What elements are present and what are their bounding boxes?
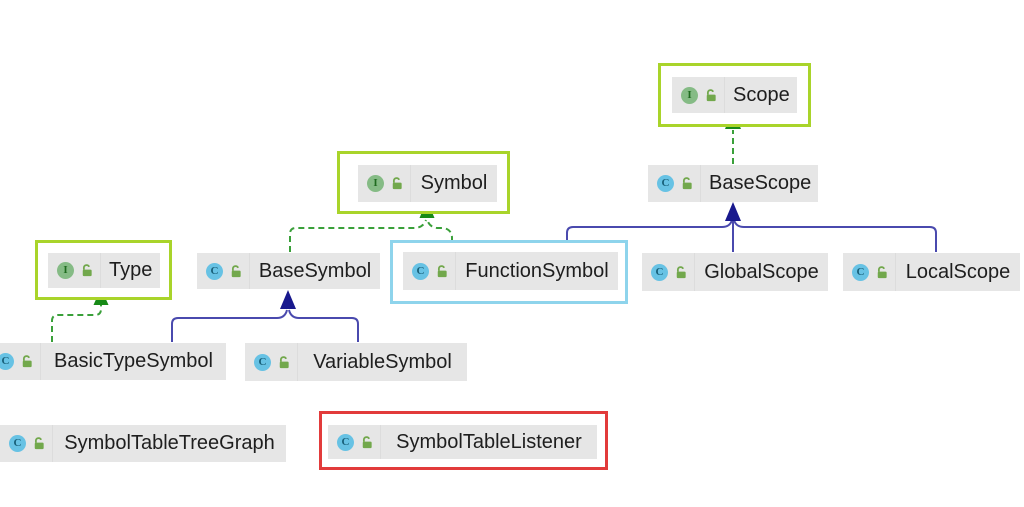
lock-open-icon bbox=[392, 177, 402, 190]
node-label: BaseScope bbox=[709, 172, 812, 194]
class-node-localscope[interactable]: C LocalScope bbox=[843, 253, 1020, 291]
node-icon-group: C bbox=[197, 253, 250, 289]
lock-open-icon bbox=[279, 355, 289, 368]
interface-node-scope[interactable]: I Scope bbox=[672, 77, 797, 113]
node-label: BasicTypeSymbol bbox=[54, 350, 213, 372]
node-icon-group: I bbox=[672, 77, 725, 113]
node-icon-group: C bbox=[0, 425, 53, 462]
node-label: BaseSymbol bbox=[258, 259, 372, 282]
class-icon: C bbox=[651, 263, 668, 281]
edge-variablesymbol-extends-basesymbol bbox=[288, 309, 359, 342]
interface-icon: I bbox=[57, 262, 74, 279]
node-label: LocalScope bbox=[905, 260, 1011, 283]
class-node-functionsymbol[interactable]: C FunctionSymbol bbox=[403, 252, 618, 290]
class-node-globalscope[interactable]: C GlobalScope bbox=[642, 253, 828, 291]
extends-arrowhead-basescope bbox=[725, 202, 741, 221]
class-node-basictypesymbol[interactable]: C BasicTypeSymbol bbox=[0, 343, 226, 380]
edge-basictypesymbol-extends-basesymbol bbox=[171, 309, 288, 342]
interface-node-symbol[interactable]: I Symbol bbox=[358, 165, 497, 202]
edge-functionsymbol-extends-basescope bbox=[566, 219, 733, 241]
interface-icon: I bbox=[367, 175, 384, 192]
class-icon: C bbox=[254, 353, 271, 371]
interface-node-type[interactable]: I Type bbox=[48, 253, 160, 288]
edge-localscope-extends-basescope bbox=[733, 219, 937, 252]
class-icon: C bbox=[852, 263, 869, 281]
node-icon-group: C bbox=[642, 253, 695, 291]
class-node-symboltabletreegraph[interactable]: C SymbolTableTreeGraph bbox=[0, 425, 286, 462]
lock-open-icon bbox=[682, 177, 692, 190]
node-label: Symbol bbox=[420, 172, 488, 194]
lock-open-icon bbox=[706, 88, 716, 101]
extends-arrowhead-basesymbol bbox=[280, 290, 296, 309]
class-node-basesymbol[interactable]: C BaseSymbol bbox=[197, 253, 380, 289]
lock-open-icon bbox=[437, 264, 447, 277]
node-label: GlobalScope bbox=[704, 260, 819, 283]
node-label: VariableSymbol bbox=[313, 350, 452, 373]
node-icon-group: I bbox=[48, 253, 101, 288]
class-icon: C bbox=[657, 175, 674, 192]
node-label: FunctionSymbol bbox=[465, 259, 609, 282]
node-icon-group: C bbox=[403, 252, 456, 290]
class-node-basescope[interactable]: C BaseScope bbox=[648, 165, 818, 202]
class-icon: C bbox=[0, 353, 14, 370]
node-label: Type bbox=[109, 259, 153, 281]
lock-open-icon bbox=[676, 265, 686, 278]
lock-open-icon bbox=[34, 437, 44, 450]
node-icon-group: C bbox=[0, 343, 41, 380]
class-icon: C bbox=[412, 262, 429, 280]
lock-open-icon bbox=[877, 265, 887, 278]
class-icon: C bbox=[337, 433, 354, 451]
node-label: SymbolTableTreeGraph bbox=[64, 432, 275, 454]
node-icon-group: C bbox=[648, 165, 701, 202]
edge-basictypesymbol-implements-type bbox=[51, 305, 102, 342]
node-label: Scope bbox=[733, 83, 790, 106]
interface-icon: I bbox=[681, 86, 698, 104]
class-icon: C bbox=[206, 262, 223, 280]
node-icon-group: C bbox=[328, 425, 381, 459]
node-label: SymbolTableListener bbox=[396, 430, 582, 453]
lock-open-icon bbox=[82, 264, 92, 277]
lock-open-icon bbox=[231, 264, 241, 277]
class-node-symboltablelistener[interactable]: C SymbolTableListener bbox=[328, 425, 597, 459]
class-node-variablesymbol[interactable]: C VariableSymbol bbox=[245, 343, 467, 381]
node-icon-group: C bbox=[245, 343, 298, 381]
lock-open-icon bbox=[362, 435, 372, 448]
node-icon-group: I bbox=[358, 165, 411, 202]
class-icon: C bbox=[9, 435, 26, 452]
node-icon-group: C bbox=[843, 253, 896, 291]
lock-open-icon bbox=[22, 355, 32, 368]
